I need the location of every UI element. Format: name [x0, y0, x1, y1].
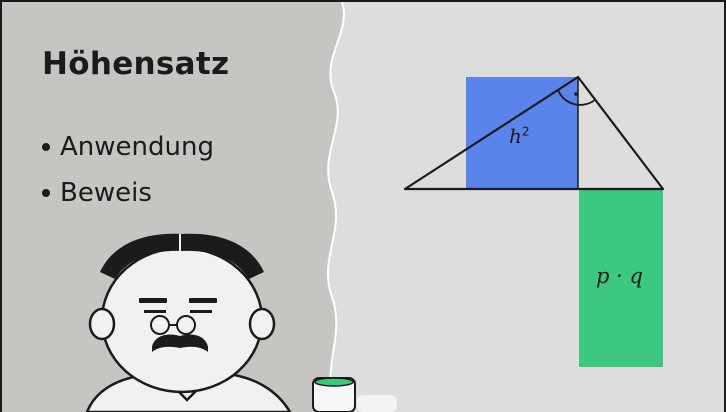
right-angle-dot: [574, 92, 578, 96]
bullet-label: Anwendung: [60, 132, 214, 162]
bullet-dot-icon: [42, 143, 50, 151]
right-triangle: [403, 75, 665, 191]
character-hair: [100, 233, 264, 279]
h-squared-square: [466, 77, 578, 189]
bullet-list: Anwendung Beweis: [42, 124, 214, 216]
character-left-ear: [88, 307, 116, 341]
bullet-item-anwendung: Anwendung: [42, 124, 214, 170]
character-left-eyebrow: [139, 298, 167, 303]
mug-rim: [314, 377, 354, 387]
character-left-eye: [144, 310, 166, 313]
character-head: [100, 246, 264, 394]
bullet-label: Beweis: [60, 178, 152, 208]
coffee-mug-icon: [312, 377, 397, 412]
professor-character: [85, 233, 292, 412]
wavy-divider: [327, 2, 345, 412]
mug-handle: [357, 395, 397, 412]
pq-label: p · q: [596, 264, 643, 288]
character-right-eyebrow: [189, 298, 217, 303]
h-squared-label: h2: [509, 124, 530, 148]
pq-rectangle: [579, 189, 663, 367]
h-squared-base: h: [509, 124, 522, 148]
right-angle-marker-icon: [557, 89, 597, 106]
character-right-eye: [190, 310, 212, 313]
bullet-dot-icon: [42, 189, 50, 197]
character-right-ear: [248, 307, 276, 341]
bullet-item-beweis: Beweis: [42, 170, 214, 216]
slide-title: Höhensatz: [42, 46, 230, 82]
character-moustache: [152, 334, 208, 352]
h-squared-exponent: 2: [521, 124, 530, 139]
